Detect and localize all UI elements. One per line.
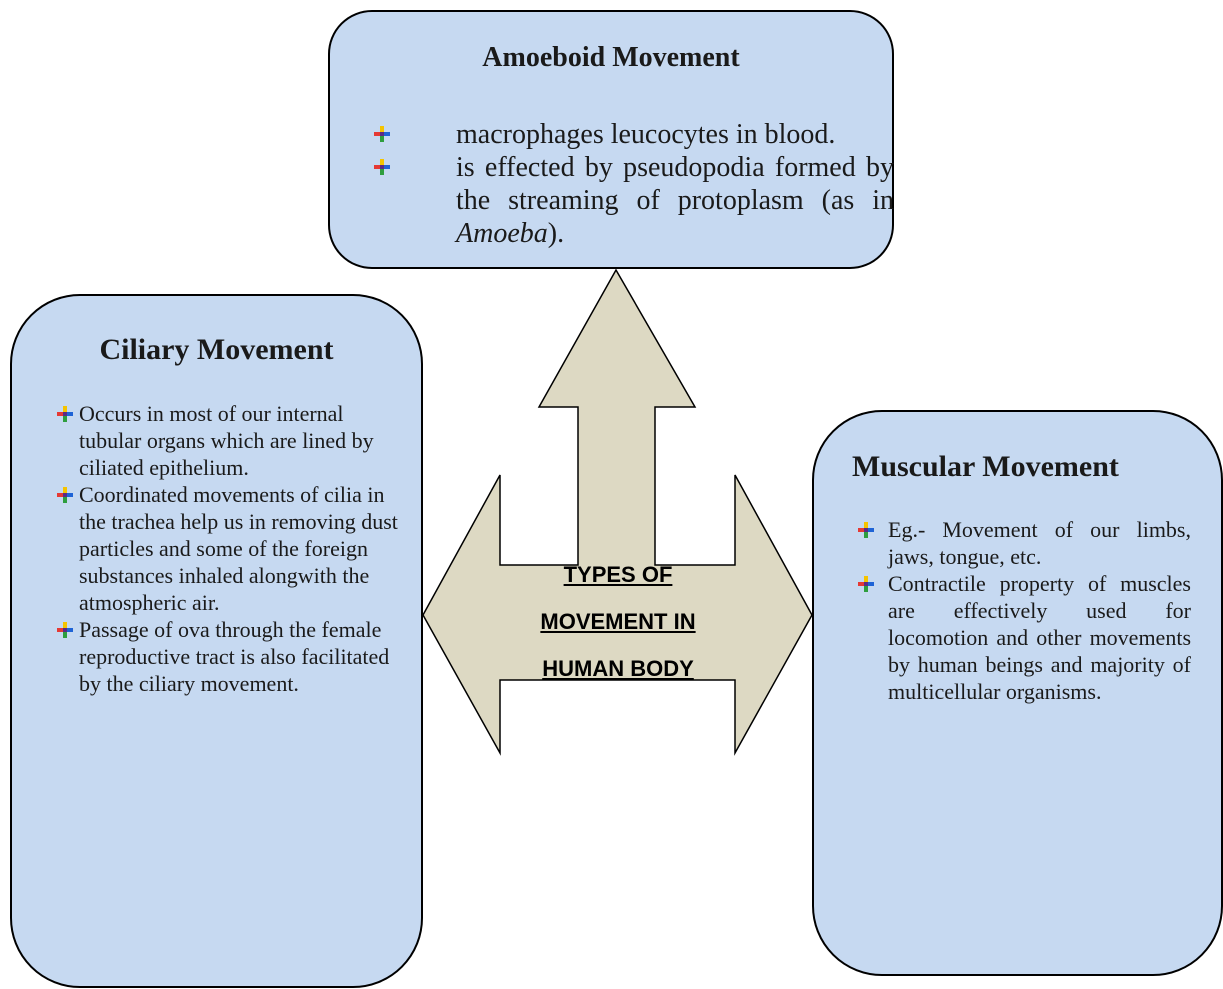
ciliary-title: Ciliary Movement <box>99 333 334 366</box>
ciliary-item-3: Passage of ova through the female reprod… <box>79 617 390 696</box>
four-color-plus-bullet-icon <box>57 487 73 504</box>
four-color-plus-bullet-icon <box>374 125 390 142</box>
ciliary-movement-box: Ciliary Movement Occurs in most of our i… <box>10 294 423 988</box>
four-color-plus-bullet-icon <box>57 622 73 639</box>
ciliary-list: Occurs in most of our internal tubular o… <box>57 400 402 697</box>
center-label: TYPES OF MOVEMENT IN HUMAN BODY <box>500 551 736 692</box>
muscular-item-1: Eg.- Movement of our limbs, jaws, tongue… <box>888 517 1191 569</box>
center-label-line-3: HUMAN BODY <box>542 656 694 681</box>
muscular-movement-box: Muscular Movement Eg.- Movement of our l… <box>812 410 1223 976</box>
ciliary-item-1: Occurs in most of our internal tubular o… <box>79 401 374 480</box>
muscular-list: Eg.- Movement of our limbs, jaws, tongue… <box>858 516 1191 705</box>
ciliary-item-2: Coordinated movements of cilia in the tr… <box>79 482 398 615</box>
amoeboid-item-2-species: Amoeba <box>456 218 548 249</box>
three-way-arrow-shape <box>422 268 813 756</box>
four-color-plus-bullet-icon <box>858 522 874 539</box>
list-item: Passage of ova through the female reprod… <box>57 616 402 697</box>
list-item: Contractile property of muscles are effe… <box>858 570 1191 705</box>
muscular-item-2: Contractile property of muscles are effe… <box>888 571 1191 704</box>
list-item: macrophages leucocytes in blood. <box>374 118 894 151</box>
center-label-line-1: TYPES OF <box>563 562 673 587</box>
amoeboid-list: macrophages leucocytes in blood. is effe… <box>374 118 894 250</box>
amoeboid-item-1: macrophages leucocytes in blood. <box>456 119 836 150</box>
amoeboid-item-2-end: ). <box>547 218 565 249</box>
list-item: Coordinated movements of cilia in the tr… <box>57 481 402 616</box>
four-color-plus-bullet-icon <box>858 576 874 593</box>
list-item: Eg.- Movement of our limbs, jaws, tongue… <box>858 516 1191 570</box>
muscular-title: Muscular Movement <box>852 450 1119 483</box>
amoeboid-title: Amoeboid Movement <box>482 42 740 73</box>
amoeboid-item-2-text: is effected by pseudopodia formed by the… <box>456 152 894 216</box>
list-item: is effected by pseudopodia formed by the… <box>374 151 894 250</box>
list-item: Occurs in most of our internal tubular o… <box>57 400 402 481</box>
four-color-plus-bullet-icon <box>374 158 390 175</box>
four-color-plus-bullet-icon <box>57 406 73 423</box>
center-label-line-2: MOVEMENT IN <box>540 609 696 634</box>
amoeboid-movement-box: Amoeboid Movement macrophages leucocytes… <box>328 10 894 269</box>
